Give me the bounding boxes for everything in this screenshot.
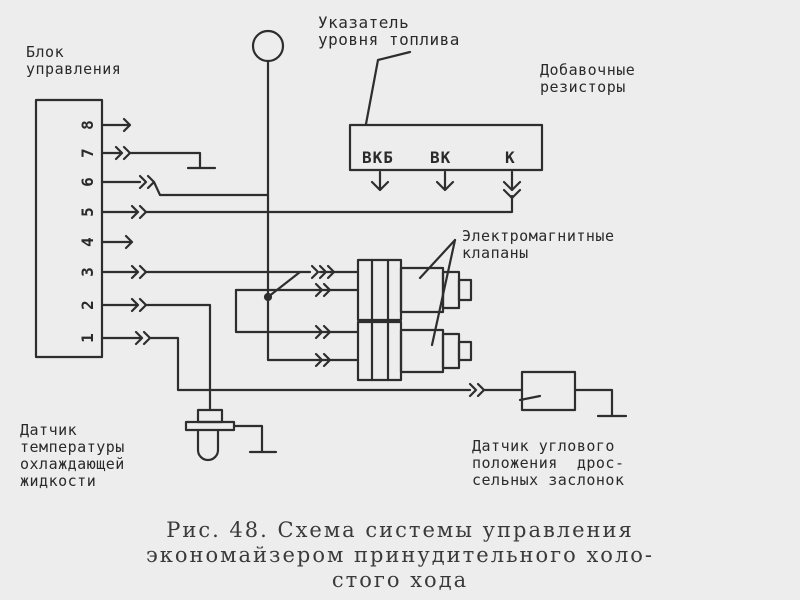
pin-label-4: 4 <box>78 237 97 247</box>
throttle-sensor-label: Датчик углового положения дрос- сельных … <box>472 437 625 489</box>
throttle-sensor-box <box>520 370 577 412</box>
fuel-gauge-symbol <box>251 29 285 63</box>
figure-caption-line1: Рис. 48. Схема системы управления <box>166 518 634 542</box>
pin8-connector <box>100 117 132 133</box>
pin5-connector <box>100 194 514 220</box>
resistor-terminal-vkb: ВКБ <box>362 148 394 167</box>
valve-top-body <box>356 258 403 322</box>
pin-label-1: 1 <box>78 333 97 343</box>
resistor-terminal-k: К <box>505 148 516 167</box>
pin3-connector <box>100 264 312 280</box>
pin1-connector <box>100 330 472 392</box>
pin-label-2: 2 <box>78 300 97 310</box>
resistor-terminal-vk: ВК <box>430 148 452 167</box>
resistor-box <box>348 123 544 172</box>
resistors-label: Добавочные резисторы <box>540 61 636 96</box>
valves-label: Электромагнитные клапаны <box>462 227 615 262</box>
control-unit-block <box>34 98 104 359</box>
valve-bottom-body <box>356 320 403 382</box>
figure-caption-line2: экономайзером принудительного холо- <box>145 543 655 567</box>
pin7-connector <box>100 145 202 170</box>
figure-caption-line3: стого хода <box>331 568 469 592</box>
pin-label-7: 7 <box>78 148 97 158</box>
pin-label-3: 3 <box>78 267 97 277</box>
pin4-connector <box>100 234 134 250</box>
pin-label-5: 5 <box>78 207 97 217</box>
pin2-connector <box>100 297 212 412</box>
coolant-sensor-body <box>196 408 224 424</box>
control-unit-label: Блок управления <box>26 43 122 78</box>
pin-label-6: 6 <box>78 177 97 187</box>
fuel-gauge-label: Указатель уровня топлива <box>318 13 460 49</box>
pin6-connector <box>100 174 270 197</box>
coolant-sensor-label: Датчик температуры охлаждающей жидкости <box>20 421 125 490</box>
pin-label-8: 8 <box>78 120 97 130</box>
